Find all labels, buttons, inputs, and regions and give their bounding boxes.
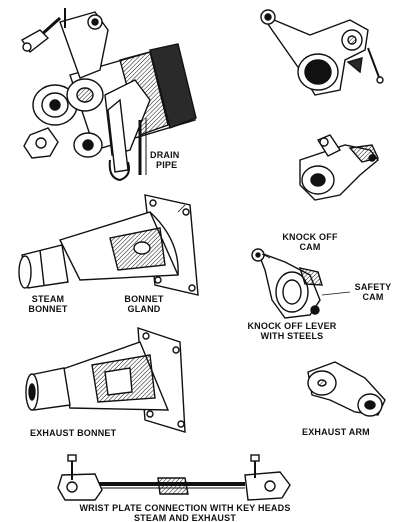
lever-bracket xyxy=(260,9,384,96)
knock-off-lever xyxy=(251,248,323,319)
leader-lines xyxy=(177,204,351,296)
label-safety-cam: SAFETY CAM xyxy=(346,282,400,302)
small-lever xyxy=(299,134,379,201)
label-steam-bonnet: STEAM BONNET xyxy=(18,294,78,314)
wrist-plate-line-1: WRIST PLATE CONNECTION WITH KEY HEADS xyxy=(79,503,291,513)
label-exhaust-arm: EXHAUST ARM xyxy=(302,427,370,437)
label-knock-off-lever: KNOCK OFF LEVER WITH STEELS xyxy=(232,321,352,341)
knock-off-lever-line-1: KNOCK OFF LEVER xyxy=(247,321,337,331)
steam-bonnet xyxy=(18,194,199,296)
label-drain-pipe: DRAIN PIPE xyxy=(150,150,180,170)
drain-pipe-line-2: PIPE xyxy=(156,160,178,170)
steam-bonnet-line-1: STEAM xyxy=(31,294,65,304)
safety-cam-line-1: SAFETY xyxy=(354,282,392,292)
drain-pipe-line-1: DRAIN xyxy=(150,150,180,160)
bonnet-gland-line-1: BONNET xyxy=(124,294,164,304)
knock-off-cam-line-2: CAM xyxy=(299,242,321,252)
safety-cam-line-2: CAM xyxy=(362,292,384,302)
valve-gear-assembly xyxy=(20,8,197,182)
bonnet-gland-line-2: GLAND xyxy=(127,304,161,314)
exhaust-arm xyxy=(307,361,386,417)
label-wrist-plate-connection: WRIST PLATE CONNECTION WITH KEY HEADS ST… xyxy=(40,503,330,522)
label-exhaust-bonnet: EXHAUST BONNET xyxy=(30,428,117,438)
steam-bonnet-line-2: BONNET xyxy=(28,304,68,314)
label-bonnet-gland: BONNET GLAND xyxy=(114,294,174,314)
wrist-plate-connection xyxy=(57,454,291,501)
label-knock-off-cam: KNOCK OFF CAM xyxy=(270,232,350,252)
wrist-plate-line-2: STEAM AND EXHAUST xyxy=(133,513,237,522)
exhaust-bonnet xyxy=(25,327,186,433)
knock-off-lever-line-2: WITH STEELS xyxy=(260,331,324,341)
knock-off-cam-line-1: KNOCK OFF xyxy=(282,232,338,242)
